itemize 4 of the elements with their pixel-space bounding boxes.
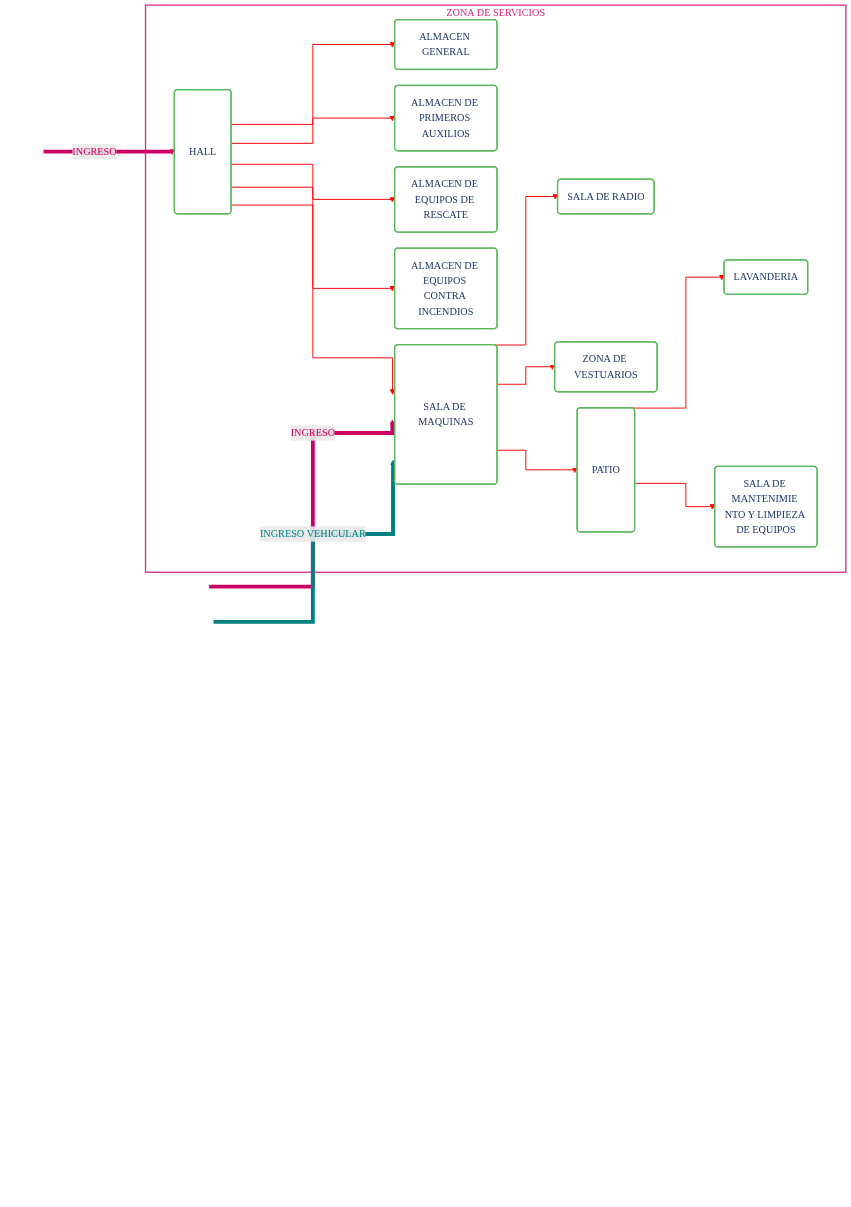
edge-label: INGRESO <box>72 145 117 157</box>
arrow <box>213 459 396 624</box>
edge-label: INGRESO <box>290 427 336 439</box>
edge-label: INGRESO VEHICULAR <box>259 528 366 540</box>
